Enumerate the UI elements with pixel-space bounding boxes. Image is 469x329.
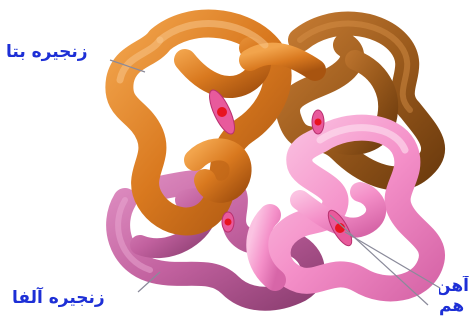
iron-atom (225, 219, 232, 226)
heme-group-brown (312, 110, 324, 134)
heme-iron-label: آهن هم (439, 276, 469, 316)
alpha-chain-label: زنجیره آلفا (12, 288, 105, 308)
iron-atom (217, 107, 227, 117)
iron-atom (315, 119, 322, 126)
beta-chain-label: زنجیره بتا (6, 42, 88, 62)
heme-label: هم (439, 296, 469, 316)
heme-group-alpha-dark (222, 212, 234, 232)
iron-label: آهن (439, 276, 469, 296)
